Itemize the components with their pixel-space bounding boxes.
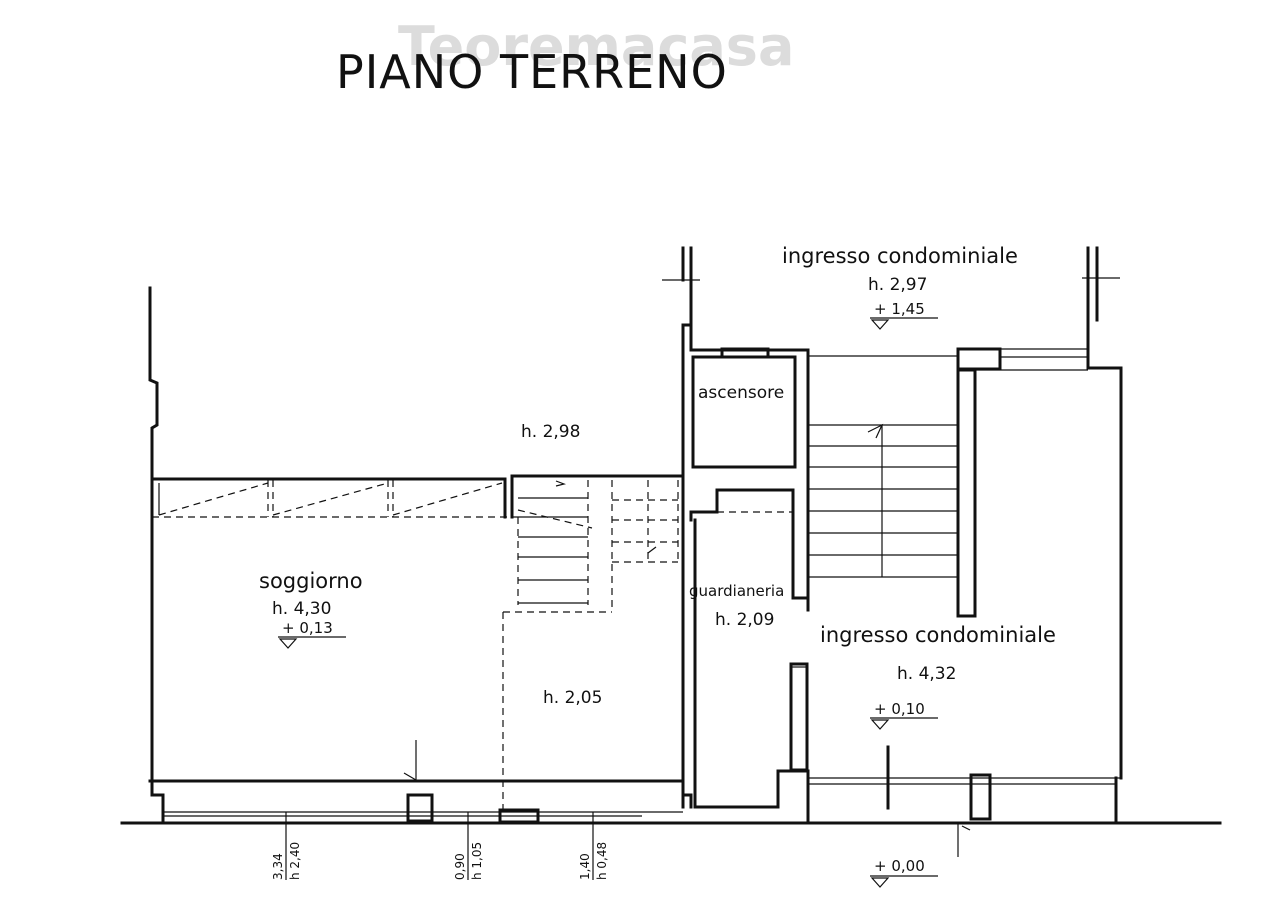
level-ingresso-top: + 1,45 <box>874 300 925 318</box>
room-height-upper: h. 2,98 <box>521 422 580 442</box>
room-height-ingresso-main: h. 4,32 <box>897 664 956 684</box>
opening-dimension-2: 0,90 h 1,05 <box>453 812 484 880</box>
opening-height: h 0,48 <box>595 842 609 880</box>
room-name-ingresso-top: ingresso condominiale <box>782 244 1018 268</box>
opening-dimension-1: 3,34 h 2,40 <box>271 812 302 880</box>
internal-stair <box>502 480 679 812</box>
opening-dimension-3: 1,40 h 0,48 <box>578 812 609 880</box>
opening-width: 1,40 <box>578 853 592 880</box>
entrance-top-walls <box>662 246 1123 780</box>
plan-title: PIANO TERRENO <box>336 45 728 99</box>
level-soggiorno: + 0,13 <box>282 619 333 637</box>
front-pillars <box>406 773 992 824</box>
ground-level-label: + 0,00 <box>874 857 925 875</box>
elevator-shaft <box>689 347 810 612</box>
level-ingresso-main: + 0,10 <box>874 700 925 718</box>
guardianeria-walls <box>689 488 810 824</box>
opening-height: h 1,05 <box>470 842 484 880</box>
level-marker-icon <box>870 317 938 330</box>
left-wall <box>148 286 685 822</box>
level-marker-icon <box>870 875 938 888</box>
room-height-low-area: h. 2,05 <box>543 688 602 708</box>
room-height-ingresso-top: h. 2,97 <box>868 275 927 295</box>
mezzanine-outline <box>150 474 685 519</box>
room-name-ascensore: ascensore <box>698 383 784 403</box>
room-name-soggiorno: soggiorno <box>259 569 363 593</box>
level-marker-icon <box>870 717 938 730</box>
opening-width: 3,34 <box>271 853 285 880</box>
room-height-soggiorno: h. 4,30 <box>272 599 331 619</box>
opening-height: h 2,40 <box>288 842 302 880</box>
room-height-guardianeria: h. 2,09 <box>715 610 774 630</box>
entrance-hall-walls <box>808 745 1121 857</box>
watermark-text: Teoremacasa <box>398 15 794 78</box>
stair-arrow <box>403 740 417 781</box>
room-name-guardianeria: guardianeria <box>689 582 784 600</box>
room-name-ingresso-main: ingresso condominiale <box>820 623 1056 647</box>
level-marker-icon <box>278 636 346 649</box>
opening-width: 0,90 <box>453 853 467 880</box>
central-wall <box>642 323 693 813</box>
main-staircase <box>808 347 1088 618</box>
